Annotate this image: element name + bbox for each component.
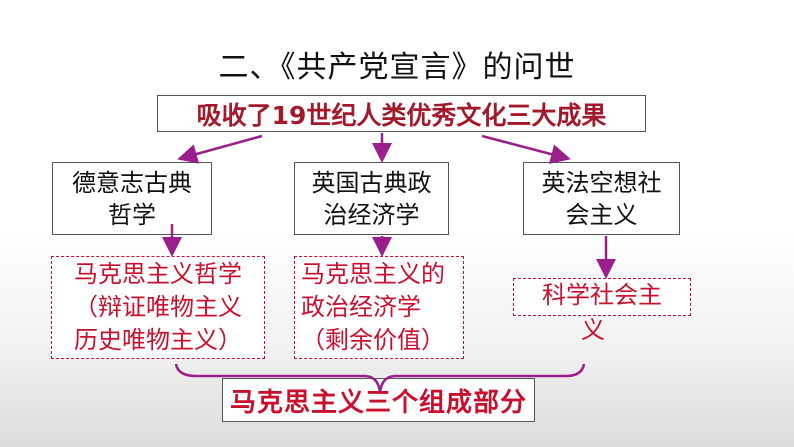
source-box-german-philosophy: 德意志古典 哲学: [52, 162, 212, 235]
result-label-line1: 马克思主义的: [301, 260, 445, 288]
three-components-box: 马克思主义三个组成部分: [222, 378, 535, 422]
source-label-line1: 英法空想社: [541, 168, 662, 197]
page-title: 二、《共产党宣言》的问世: [218, 50, 576, 85]
three-achievements-box: 吸收了19世纪人类优秀文化三大成果: [157, 95, 646, 132]
source-label-line1: 德意志古典: [72, 168, 192, 197]
source-label-line2: 会主义: [565, 200, 638, 229]
source-box-utopian-socialism: 英法空想社 会主义: [523, 162, 680, 235]
result-box-scientific-socialism: 科学社会主: [513, 278, 691, 316]
arrow-to-german-philosophy: [177, 134, 263, 164]
result-label-line1: 科学社会主: [542, 281, 662, 309]
source-label-line2: 哲学: [108, 200, 156, 229]
grouping-brace: [174, 363, 586, 393]
result-label-line3: 历史唯物主义）: [74, 326, 242, 354]
result-label-line2-overflow: 义: [581, 316, 605, 344]
result-label-line2: （辩证唯物主义: [74, 293, 242, 321]
source-box-british-economics: 英国古典政 治经济学: [294, 162, 449, 235]
result-box-marxist-philosophy: 马克思主义哲学 （辩证唯物主义 历史唯物主义）: [51, 256, 265, 359]
result-label-line2: 政治经济学: [301, 293, 421, 321]
result-box-political-economy: 马克思主义的 政治经济学 （剩余价值）: [294, 256, 464, 359]
result-label-line3: （剩余价值）: [301, 326, 445, 354]
source-label-line1: 英国古典政: [311, 168, 432, 197]
arrow-to-utopian-socialism: [481, 134, 571, 164]
source-label-line2: 治经济学: [323, 200, 420, 229]
result-label-line1: 马克思主义哲学: [74, 260, 242, 288]
